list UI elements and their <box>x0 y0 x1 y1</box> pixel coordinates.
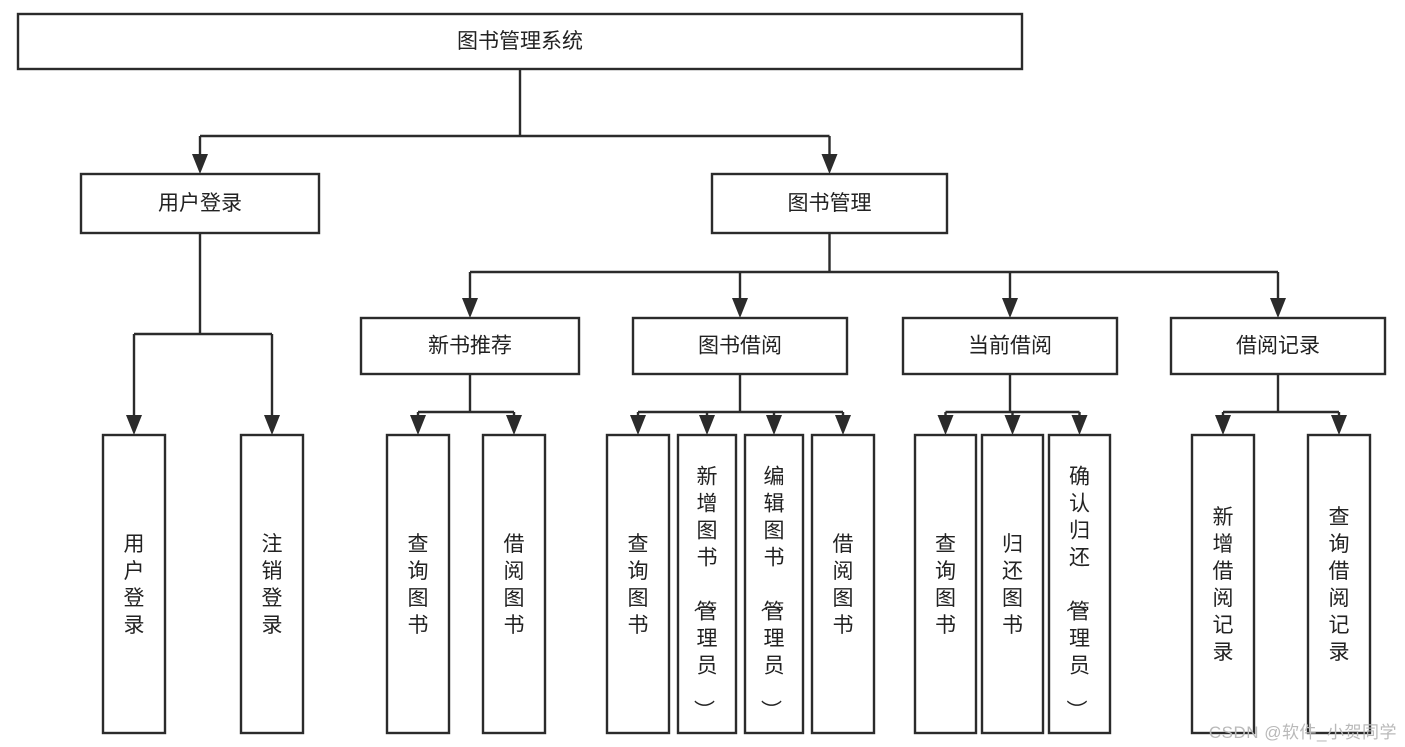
node-box-borrow-borrow-book <box>810 433 876 735</box>
node-box-user-login-do <box>101 433 167 735</box>
arrow-head-icon-current-confirm-return <box>1071 415 1088 435</box>
node-book-manage[interactable]: 图书管理 <box>710 172 949 235</box>
node-box-borrow-add-book <box>676 433 738 735</box>
node-box-record-add <box>1190 433 1256 735</box>
arrow-head-icon-new-book-recommend <box>462 298 478 318</box>
arrow-head-icon-current-return-book <box>1004 415 1021 435</box>
node-current-return-book[interactable]: 归还图书 <box>980 433 1045 735</box>
arrow-head-icon-user-logout <box>264 415 280 435</box>
node-label-borrow-query-book: 查询图书 <box>628 533 649 637</box>
arrow-head-icon-recommend-borrow-book <box>506 415 522 435</box>
arrow-head-icon-current-borrow <box>1002 298 1018 318</box>
node-label-user-login: 用户登录 <box>158 192 242 215</box>
node-record-add[interactable]: 新增借阅记录 <box>1190 433 1256 735</box>
arrow-head-icon-recommend-query-book <box>410 415 426 435</box>
node-box-recommend-query-book <box>385 433 451 735</box>
arrow-head-icon-user-login-do <box>126 415 142 435</box>
arrow-head-icon-borrow-borrow-book <box>835 415 851 435</box>
node-box-root <box>16 12 1024 71</box>
node-box-user-logout <box>239 433 305 735</box>
node-book-borrow[interactable]: 图书借阅 <box>631 316 849 376</box>
node-current-borrow[interactable]: 当前借阅 <box>901 316 1119 376</box>
node-label-book-borrow: 图书借阅 <box>698 335 782 358</box>
node-label-current-confirm-return: 确认归还（管理员） <box>1064 466 1090 721</box>
node-recommend-query-book[interactable]: 查询图书 <box>385 433 451 735</box>
node-label-record-add: 新增借阅记录 <box>1213 506 1234 664</box>
node-label-borrow-record: 借阅记录 <box>1236 335 1320 358</box>
node-label-user-logout: 注销登录 <box>262 533 283 637</box>
node-recommend-borrow-book[interactable]: 借阅图书 <box>481 433 547 735</box>
node-box-record-query <box>1306 433 1372 735</box>
arrow-head-icon-borrow-edit-book <box>766 415 782 435</box>
node-current-confirm-return[interactable]: 确认归还（管理员） <box>1047 433 1112 735</box>
node-label-borrow-add-book: 新增图书（管理员） <box>692 466 718 721</box>
node-box-recommend-borrow-book <box>481 433 547 735</box>
node-box-current-confirm-return <box>1047 433 1112 735</box>
node-borrow-borrow-book[interactable]: 借阅图书 <box>810 433 876 735</box>
node-borrow-edit-book[interactable]: 编辑图书（管理员） <box>743 433 805 735</box>
node-label-user-login-do: 用户登录 <box>124 533 145 637</box>
arrow-head-icon-record-add <box>1215 415 1231 435</box>
node-box-current-borrow <box>901 316 1119 376</box>
arrow-head-icon-book-borrow <box>732 298 748 318</box>
node-label-book-manage: 图书管理 <box>788 192 872 215</box>
arrow-head-icon-record-query <box>1331 415 1347 435</box>
node-label-recommend-borrow-book: 借阅图书 <box>504 533 525 637</box>
arrow-head-icon-borrow-add-book <box>699 415 715 435</box>
node-box-borrow-record <box>1169 316 1387 376</box>
node-label-record-query: 查询借阅记录 <box>1329 506 1350 664</box>
node-box-user-login <box>79 172 321 235</box>
arrow-head-icon-user-login <box>192 154 208 174</box>
node-record-query[interactable]: 查询借阅记录 <box>1306 433 1372 735</box>
node-box-borrow-edit-book <box>743 433 805 735</box>
node-label-current-query-book: 查询图书 <box>935 533 956 637</box>
node-borrow-add-book[interactable]: 新增图书（管理员） <box>676 433 738 735</box>
arrow-head-icon-current-query-book <box>937 415 954 435</box>
node-user-logout[interactable]: 注销登录 <box>239 433 305 735</box>
node-current-query-book[interactable]: 查询图书 <box>913 433 978 735</box>
node-user-login[interactable]: 用户登录 <box>79 172 321 235</box>
node-box-current-query-book <box>913 433 978 735</box>
node-box-book-manage <box>710 172 949 235</box>
node-new-book-recommend[interactable]: 新书推荐 <box>359 316 581 376</box>
node-box-borrow-query-book <box>605 433 671 735</box>
node-label-current-return-book: 归还图书 <box>1002 533 1023 637</box>
node-box-book-borrow <box>631 316 849 376</box>
node-label-recommend-query-book: 查询图书 <box>408 533 429 637</box>
arrow-head-icon-book-manage <box>821 154 838 174</box>
arrow-head-icon-borrow-record <box>1270 298 1286 318</box>
arrow-head-icon-borrow-query-book <box>630 415 646 435</box>
node-box-current-return-book <box>980 433 1045 735</box>
node-label-current-borrow: 当前借阅 <box>968 335 1052 358</box>
node-box-new-book-recommend <box>359 316 581 376</box>
node-root[interactable]: 图书管理系统 <box>16 12 1024 71</box>
node-user-login-do[interactable]: 用户登录 <box>101 433 167 735</box>
node-label-new-book-recommend: 新书推荐 <box>428 335 512 358</box>
node-label-borrow-edit-book: 编辑图书（管理员） <box>759 466 785 721</box>
node-borrow-query-book[interactable]: 查询图书 <box>605 433 671 735</box>
node-borrow-record[interactable]: 借阅记录 <box>1169 316 1387 376</box>
csdn-watermark: CSDN @软件_小贺同学 <box>1208 723 1397 742</box>
node-label-root: 图书管理系统 <box>457 30 583 53</box>
node-label-borrow-borrow-book: 借阅图书 <box>833 533 854 637</box>
node-layer: 图书管理系统用户登录图书管理用户登录注销登录新书推荐查询图书借阅图书图书借阅查询… <box>16 12 1387 735</box>
connector-layer <box>126 69 1347 435</box>
